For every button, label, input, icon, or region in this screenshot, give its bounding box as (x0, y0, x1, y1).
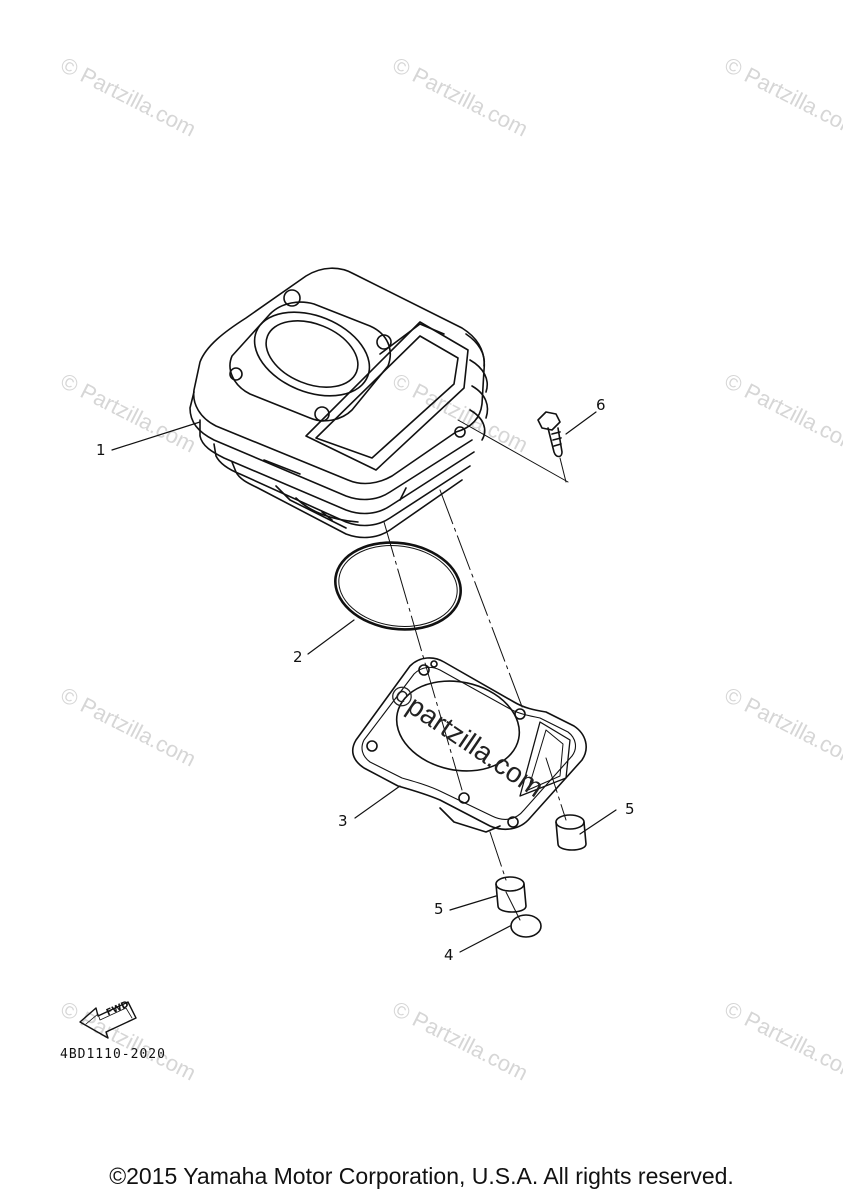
callout-part-1: 1 (96, 441, 106, 459)
plug (510, 914, 542, 938)
callout-part-2: 2 (293, 648, 303, 666)
copyright-notice: ©2015 Yamaha Motor Corporation, U.S.A. A… (109, 1163, 734, 1189)
bolt (537, 411, 563, 458)
fwd-arrow-icon (79, 1001, 137, 1039)
callout-part-5: 5 (625, 800, 635, 818)
leader-line (354, 785, 401, 819)
diagram-part-code: 4BD1110-2020 (60, 1047, 166, 1062)
callout-part-6: 6 (596, 396, 606, 414)
cylinder-gasket (351, 657, 587, 833)
callout-part-5: 5 (434, 900, 444, 918)
dowel-pin (495, 876, 527, 913)
o-ring (334, 541, 462, 631)
leader-line (579, 809, 617, 835)
dowel-pin (555, 814, 587, 851)
leader-line (565, 411, 597, 435)
leader-line (449, 895, 497, 911)
cylinder-body (189, 267, 489, 539)
callout-part-4: 4 (444, 946, 454, 964)
callout-part-3: 3 (338, 812, 348, 830)
leader-line (459, 925, 511, 953)
leader-line (307, 619, 355, 655)
leader-line (111, 421, 201, 451)
